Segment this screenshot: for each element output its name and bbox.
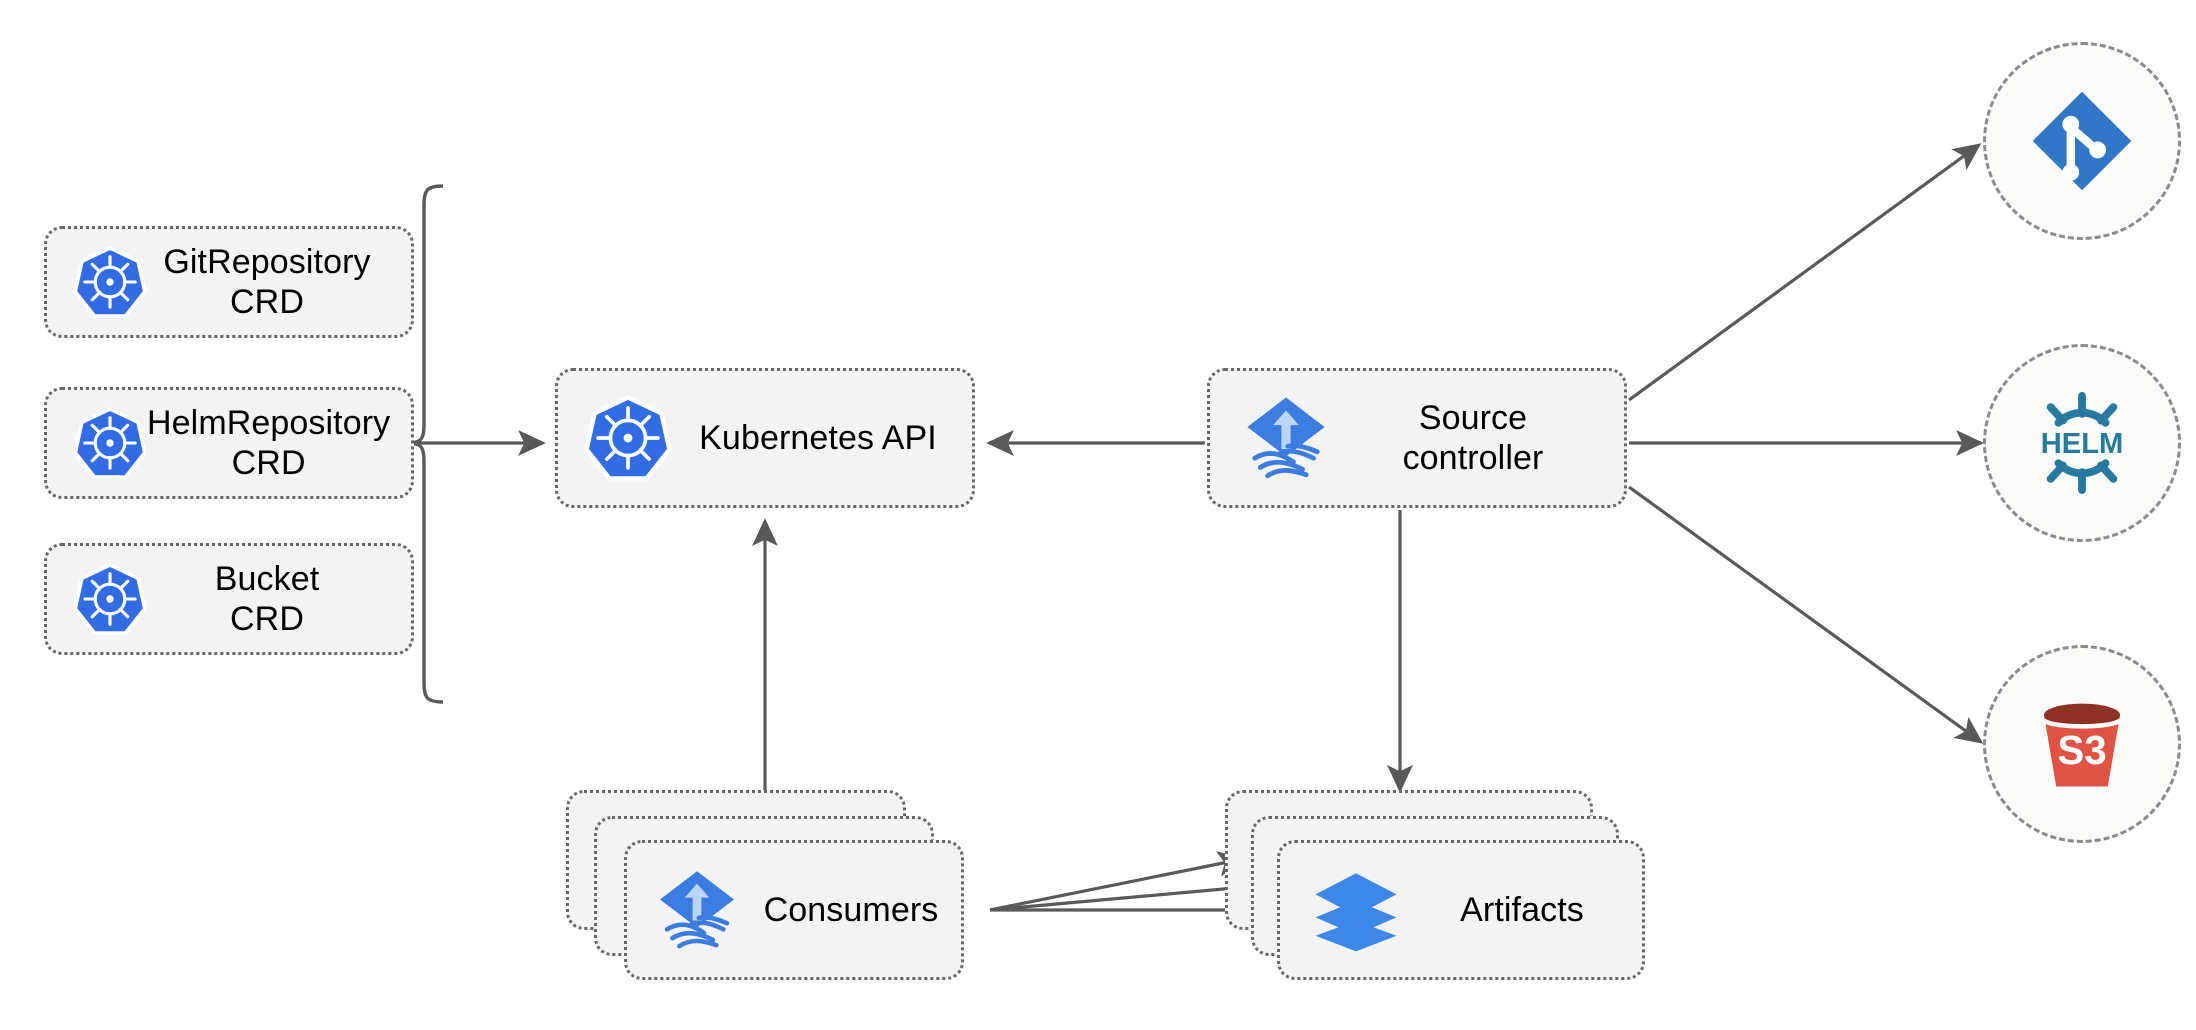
kubernetes-api-label: Kubernetes API: [699, 418, 937, 457]
crd-box-gitrepository[interactable]: GitRepository CRD: [44, 226, 414, 338]
source-controller-node[interactable]: Source controller: [1207, 368, 1627, 508]
edge-source-controller-to-s3: [1628, 485, 1984, 744]
crd-box-helmrepository[interactable]: HelmRepository CRD: [44, 387, 414, 499]
external-source-helm[interactable]: HELM: [1983, 344, 2181, 542]
crd-label: HelmRepository CRD: [147, 403, 391, 482]
s3-wordmark: S3: [2057, 727, 2106, 773]
kubernetes-icon: [73, 406, 147, 480]
edge-consumers-to-artifacts-1: [989, 851, 1246, 912]
kubernetes-icon: [73, 562, 147, 636]
s3-bucket-icon: S3: [2026, 688, 2138, 800]
artifacts-label: Artifacts: [1460, 890, 1584, 929]
layers-icon: [1310, 864, 1402, 956]
external-source-git[interactable]: [1983, 42, 2181, 240]
source-controller-label: Source controller: [1402, 398, 1544, 477]
helm-icon: HELM: [2026, 387, 2138, 499]
crd-label: GitRepository CRD: [163, 242, 371, 321]
git-icon: [2026, 85, 2138, 197]
consumers-label: Consumers: [763, 890, 939, 929]
artifacts-card-front[interactable]: Artifacts: [1277, 840, 1645, 980]
kubernetes-api-node[interactable]: Kubernetes API: [555, 368, 975, 508]
crd-box-bucket[interactable]: Bucket CRD: [44, 543, 414, 655]
artifacts-stack[interactable]: Artifacts: [1225, 790, 1645, 990]
edge-source-controller-to-git: [1628, 143, 1982, 402]
crd-label: Bucket CRD: [214, 559, 320, 638]
flux-icon: [1240, 392, 1332, 484]
consumers-stack[interactable]: Consumers: [566, 790, 966, 990]
helm-wordmark: HELM: [2041, 428, 2123, 460]
kubernetes-icon: [584, 394, 672, 482]
consumers-card-front[interactable]: Consumers: [624, 840, 964, 980]
flux-icon: [653, 866, 741, 954]
kubernetes-icon: [73, 245, 147, 319]
external-source-s3[interactable]: S3: [1983, 645, 2181, 843]
